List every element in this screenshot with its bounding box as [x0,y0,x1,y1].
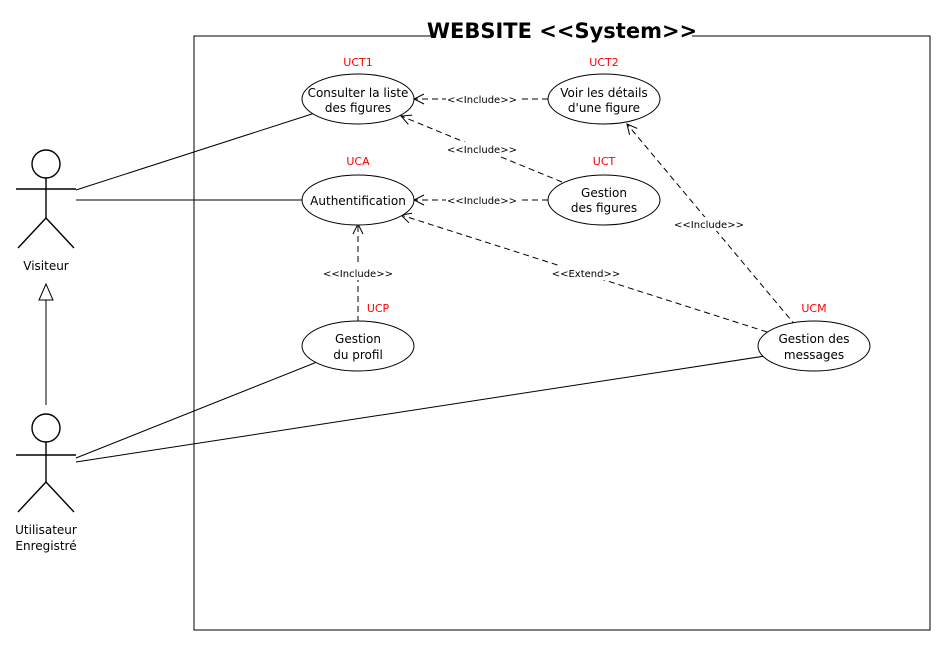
use-case-ucm: UCM Gestion des messages [757,302,871,372]
ucp-code: UCP [367,302,390,315]
uct2-line1: Voir les détails [560,86,647,100]
uct1-code: UCT1 [343,56,372,69]
uct1-line1: Consulter la liste [308,86,409,100]
actor-visiteur-label: Visiteur [23,259,69,273]
label-include-uct-uct1: <<Include>> [447,145,517,156]
use-case-uct1: UCT1 Consulter la liste des figures [301,56,415,125]
label-include-ucm-uct2: <<Include>> [674,220,744,231]
assoc-utilisateur-ucp [75,361,318,459]
label-extend-ucm-uca: <<Extend>> [552,269,621,280]
label-include-uct2-uct1: <<Include>> [447,95,517,106]
uca-code: UCA [346,155,370,168]
include-uct-uct1 [401,116,563,183]
system-title-bg [432,20,692,46]
assoc-visiteur-uct1 [75,112,316,191]
ucm-line1: Gestion des [779,332,850,346]
uca-line1: Authentification [310,194,406,208]
ucm-line2: messages [784,348,844,362]
use-case-uca: UCA Authentification [301,155,415,226]
uct-code: UCT [593,155,616,168]
ucp-line1: Gestion [335,332,381,346]
use-case-ucp: UCP Gestion du profil [301,302,415,372]
label-include-ucp-uca: <<Include>> [323,269,393,280]
uct-line1: Gestion [581,186,627,200]
ucm-code: UCM [801,302,826,315]
actor-utilisateur: Utilisateur Enregistré [15,413,77,553]
actor-utilisateur-label-1: Utilisateur [15,523,77,537]
assoc-utilisateur-ucm [75,355,766,463]
actor-utilisateur-head [31,413,61,443]
actor-utilisateur-label-2: Enregistré [15,539,76,553]
use-case-uct: UCT Gestion des figures [547,155,661,226]
system-title: WEBSITE <<System>> [427,19,697,43]
use-case-uct2: UCT2 Voir les détails d'une figure [547,56,661,125]
uct2-line2: d'une figure [568,101,640,115]
generalization-arrowhead [38,282,54,301]
actor-visiteur-head [31,149,61,179]
uct2-code: UCT2 [589,56,618,69]
actor-visiteur: Visiteur [16,149,76,273]
ucp-line2: du profil [333,348,383,362]
uct1-line2: des figures [325,101,391,115]
label-include-uct-uca: <<Include>> [447,196,517,207]
uct-line2: des figures [571,201,637,215]
